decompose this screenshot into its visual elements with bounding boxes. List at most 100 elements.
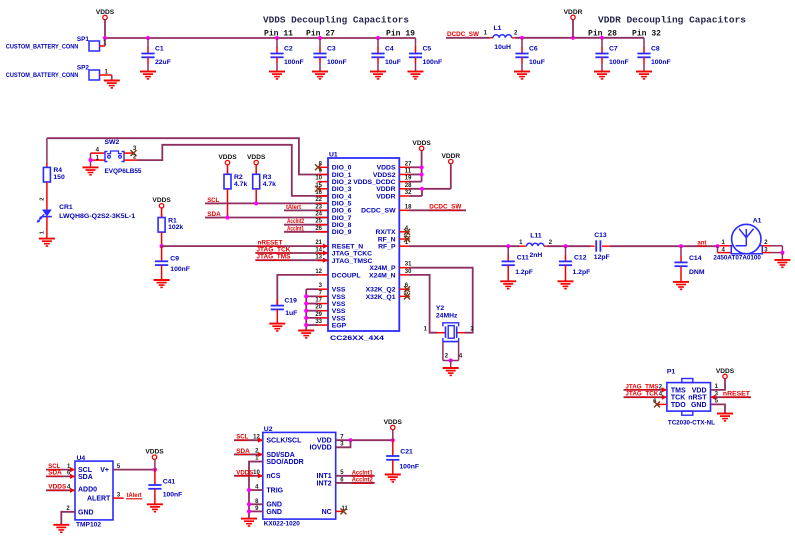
svg-text:A1: A1: [753, 218, 762, 225]
svg-text:10uF: 10uF: [529, 59, 545, 66]
svg-text:12pF: 12pF: [594, 254, 610, 261]
svg-text:VSS: VSS: [332, 308, 346, 315]
svg-text:RF_N: RF_N: [378, 236, 396, 243]
svg-text:KX022-1020: KX022-1020: [264, 521, 300, 528]
svg-text:9: 9: [255, 506, 259, 512]
svg-text:100nF: 100nF: [327, 59, 347, 66]
svg-text:DNM: DNM: [689, 269, 705, 276]
svg-text:VDDS: VDDS: [48, 484, 66, 491]
svg-text:C1: C1: [155, 45, 164, 52]
svg-text:VDDS: VDDS: [384, 419, 403, 426]
svg-text:CUSTOM_BATTERY_CONN: CUSTOM_BATTERY_CONN: [6, 72, 79, 79]
svg-text:3: 3: [117, 492, 121, 498]
svg-text:VDDS: VDDS: [96, 9, 115, 16]
svg-text:2: 2: [659, 384, 663, 390]
svg-text:U1: U1: [329, 151, 338, 158]
svg-text:TMS: TMS: [671, 387, 686, 394]
svg-text:VDDS: VDDS: [236, 469, 253, 476]
svg-text:VDDR Decoupling Capacitors: VDDR Decoupling Capacitors: [598, 14, 746, 25]
svg-text:DIO_9: DIO_9: [332, 229, 352, 236]
svg-text:C2: C2: [284, 45, 293, 52]
svg-text:4: 4: [722, 248, 726, 254]
svg-text:10uF: 10uF: [385, 59, 401, 66]
svg-text:3: 3: [764, 248, 768, 254]
svg-text:100nF: 100nF: [284, 59, 304, 66]
svg-text:2: 2: [255, 449, 259, 455]
svg-text:EGP: EGP: [332, 322, 347, 329]
svg-text:2: 2: [764, 240, 768, 246]
svg-text:5: 5: [117, 464, 121, 470]
svg-text:VDDS2: VDDS2: [373, 172, 396, 179]
svg-text:10uH: 10uH: [494, 44, 511, 51]
svg-text:VSS: VSS: [332, 287, 346, 294]
svg-text:24MHz: 24MHz: [436, 312, 458, 319]
svg-text:LWQH8G-Q2S2-3K5L-1: LWQH8G-Q2S2-3K5L-1: [59, 213, 135, 220]
svg-text:VSS: VSS: [332, 315, 346, 322]
svg-text:100nF: 100nF: [423, 59, 443, 66]
svg-text:C12: C12: [574, 255, 587, 262]
svg-text:R1: R1: [168, 217, 177, 224]
svg-text:nRESET: nRESET: [258, 240, 284, 247]
svg-text:2: 2: [133, 155, 137, 161]
svg-text:4: 4: [459, 354, 463, 360]
svg-text:DIO_0: DIO_0: [332, 165, 352, 172]
svg-text:C19: C19: [284, 298, 297, 305]
svg-text:1: 1: [484, 31, 488, 37]
svg-text:SP2: SP2: [77, 65, 90, 72]
svg-text:5: 5: [715, 399, 719, 405]
svg-text:RESET_N: RESET_N: [332, 244, 363, 251]
svg-text:JTAG_TMS: JTAG_TMS: [256, 254, 290, 261]
svg-text:GND: GND: [266, 509, 282, 516]
svg-text:SCL: SCL: [207, 197, 219, 204]
svg-text:nRST: nRST: [688, 395, 707, 402]
svg-text:C4: C4: [385, 45, 394, 52]
svg-text:IOVDD: IOVDD: [310, 445, 332, 452]
svg-text:ADD0: ADD0: [78, 486, 97, 493]
svg-text:100nF: 100nF: [609, 59, 629, 66]
svg-text:8: 8: [255, 499, 259, 505]
svg-text:R2: R2: [234, 174, 243, 181]
svg-text:VDDR: VDDR: [564, 9, 583, 16]
svg-text:SW2: SW2: [105, 139, 120, 146]
svg-text:14: 14: [315, 247, 322, 253]
svg-text:NC: NC: [322, 509, 332, 516]
svg-text:V+: V+: [100, 467, 109, 474]
svg-text:2: 2: [514, 31, 518, 37]
svg-text:DCDC_SW: DCDC_SW: [447, 31, 480, 38]
svg-text:28: 28: [405, 183, 412, 189]
svg-text:12: 12: [315, 269, 322, 275]
svg-text:L1: L1: [494, 25, 502, 32]
svg-text:100nF: 100nF: [163, 492, 183, 499]
svg-text:VDD: VDD: [317, 438, 332, 445]
svg-text:SDA: SDA: [48, 470, 62, 477]
svg-text:3: 3: [340, 442, 344, 448]
svg-text:1: 1: [105, 69, 109, 75]
svg-text:29: 29: [315, 312, 322, 318]
svg-text:2: 2: [405, 233, 409, 239]
svg-text:VDD: VDD: [692, 387, 707, 394]
svg-text:U4: U4: [77, 455, 86, 462]
svg-text:SDO/ADDR: SDO/ADDR: [266, 459, 303, 466]
svg-text:23: 23: [315, 204, 322, 210]
svg-text:VDDS: VDDS: [145, 449, 164, 456]
svg-text:SDA: SDA: [236, 448, 250, 455]
svg-text:C3: C3: [327, 45, 336, 52]
svg-text:X24M_N: X24M_N: [369, 272, 396, 279]
svg-text:X32K_Q2: X32K_Q2: [366, 287, 396, 294]
svg-text:1.2pF: 1.2pF: [515, 269, 533, 276]
svg-text:DCOUPL: DCOUPL: [332, 272, 361, 279]
svg-text:L11: L11: [530, 232, 542, 239]
svg-text:C14: C14: [689, 255, 702, 262]
svg-text:1: 1: [96, 155, 100, 161]
svg-text:3: 3: [715, 391, 719, 397]
svg-text:20: 20: [315, 305, 322, 311]
svg-text:10: 10: [253, 470, 260, 476]
svg-text:EVQP6LB55: EVQP6LB55: [105, 168, 142, 175]
svg-text:2nH: 2nH: [530, 252, 543, 259]
svg-text:VDDS_DCDC: VDDS_DCDC: [353, 179, 395, 186]
svg-text:C8: C8: [651, 45, 660, 52]
svg-text:AccInt2: AccInt2: [352, 477, 373, 484]
svg-text:32: 32: [405, 190, 412, 196]
svg-text:Y2: Y2: [436, 305, 445, 312]
svg-text:nRESET: nRESET: [723, 391, 751, 398]
